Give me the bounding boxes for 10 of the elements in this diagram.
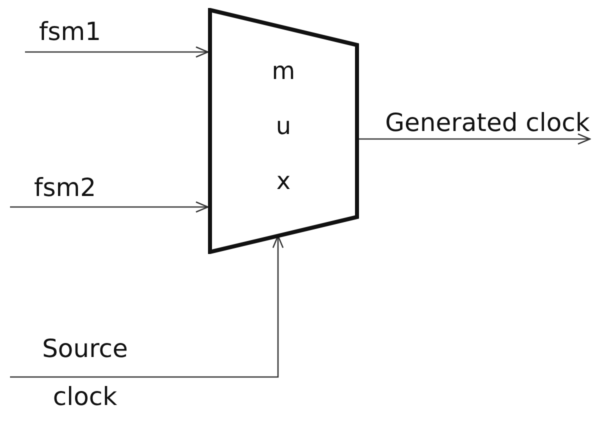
signal-label: fsm2 [10,168,120,207]
signal-label: fsm1 [25,12,115,52]
arrow [10,201,209,213]
arrow [25,46,209,58]
signal-label: Source clock [10,325,160,421]
block-label: m u x [272,56,296,197]
arrow [10,235,284,378]
arrow [359,133,591,145]
multiplexer-block [208,8,359,254]
signal-label: Generated clock [385,98,590,198]
